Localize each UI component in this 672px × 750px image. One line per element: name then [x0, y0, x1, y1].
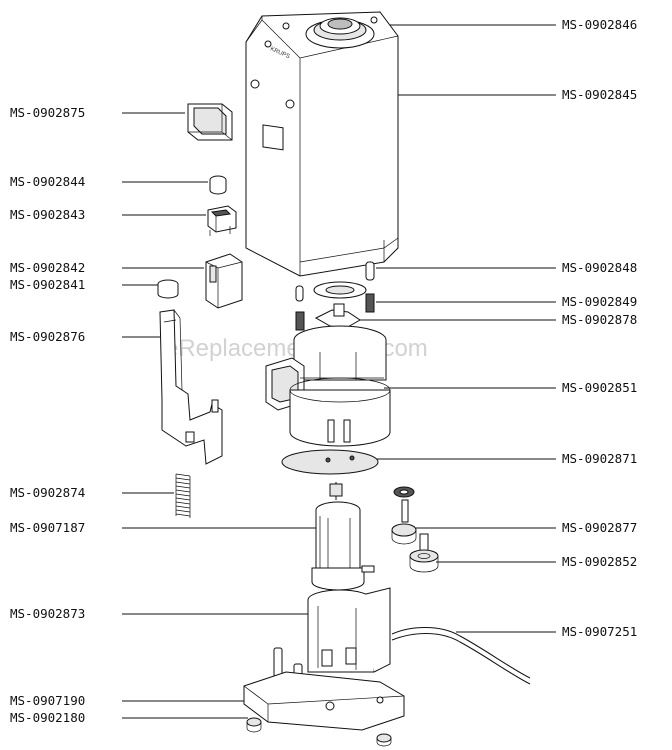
- label-ms-0902878[interactable]: MS-0902878: [562, 312, 637, 327]
- part-switch: [207, 205, 237, 236]
- part-small-cylinder: [157, 279, 179, 299]
- label-ms-0907190[interactable]: MS-0907190: [10, 693, 85, 708]
- label-ms-0902871[interactable]: MS-0902871: [562, 451, 637, 466]
- label-ms-0902848[interactable]: MS-0902848: [562, 260, 637, 275]
- part-gear-large: [409, 533, 439, 573]
- part-switch-bracket: [205, 253, 243, 309]
- label-ms-0902873[interactable]: MS-0902873: [10, 606, 85, 621]
- part-button-cap: [209, 175, 227, 195]
- label-ms-0902849[interactable]: MS-0902849: [562, 294, 637, 309]
- part-coupler: [314, 303, 361, 329]
- labels-right: MS-0902846 MS-0902845 MS-0902848 MS-0902…: [356, 17, 637, 639]
- label-ms-0902842[interactable]: MS-0902842: [10, 260, 85, 275]
- label-ms-0902846[interactable]: MS-0902846: [562, 17, 637, 32]
- label-ms-0902845[interactable]: MS-0902845: [562, 87, 637, 102]
- part-disc: [281, 449, 379, 475]
- part-feet: [246, 717, 392, 747]
- label-ms-0902844[interactable]: MS-0902844: [10, 174, 85, 189]
- label-ms-0907251[interactable]: MS-0907251: [562, 624, 637, 639]
- part-housing: KRUPS: [245, 11, 399, 277]
- label-ms-0907187[interactable]: MS-0907187: [10, 520, 85, 535]
- part-spring: [175, 473, 191, 518]
- label-ms-0902851[interactable]: MS-0902851: [562, 380, 637, 395]
- part-top-collar: [282, 16, 378, 49]
- part-ring: [313, 281, 367, 299]
- part-grommet: [187, 103, 233, 141]
- part-motor-mount: [307, 587, 391, 673]
- part-gear-small: [391, 486, 417, 545]
- labels-left: MS-0902875 MS-0902844 MS-0902843 MS-0902…: [10, 105, 316, 725]
- label-ms-0902841[interactable]: MS-0902841: [10, 277, 85, 292]
- label-ms-0902874[interactable]: MS-0902874: [10, 485, 85, 500]
- label-ms-0902875[interactable]: MS-0902875: [10, 105, 85, 120]
- label-ms-0902843[interactable]: MS-0902843: [10, 207, 85, 222]
- part-lever: [159, 309, 223, 465]
- label-ms-0902877[interactable]: MS-0902877: [562, 520, 637, 535]
- part-small-springs: [295, 293, 375, 331]
- label-ms-0902180[interactable]: MS-0902180: [10, 710, 85, 725]
- part-motor: [311, 482, 375, 591]
- label-ms-0902876[interactable]: MS-0902876: [10, 329, 85, 344]
- part-motor-housing: [265, 325, 391, 447]
- label-ms-0902852[interactable]: MS-0902852: [562, 554, 637, 569]
- part-base-plate: [243, 671, 405, 731]
- part-power-cord: [391, 627, 531, 685]
- part-pin: [295, 261, 375, 302]
